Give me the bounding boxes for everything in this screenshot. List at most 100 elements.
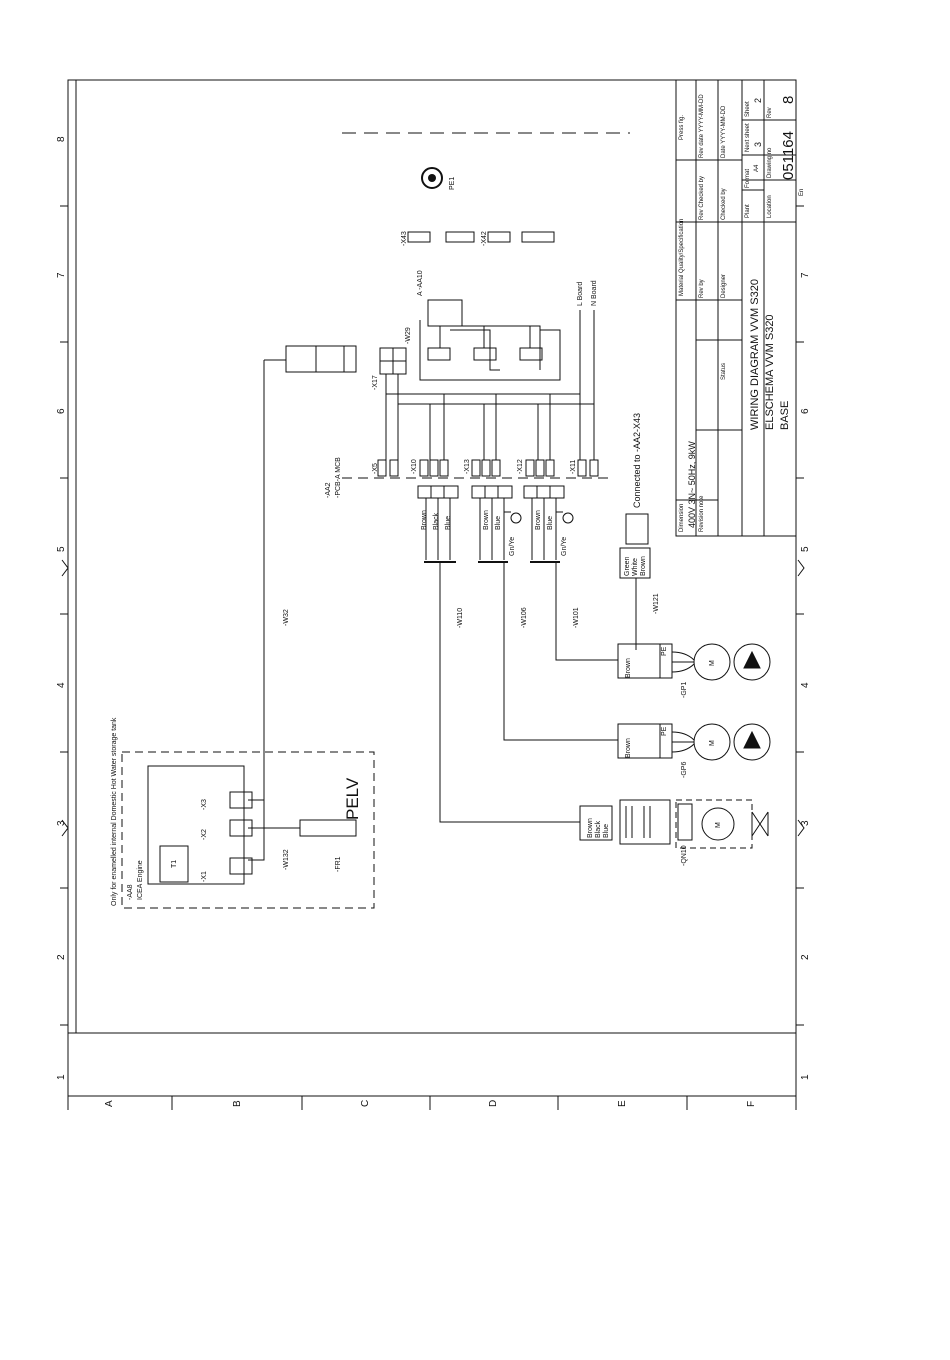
n-board-label: N Board: [591, 280, 598, 306]
wire-brown: Brown: [640, 556, 647, 576]
aa8-label: -AA8: [127, 884, 134, 900]
title-date: Date YYYY-MM-DD: [721, 105, 727, 158]
w101-label: -W101: [573, 607, 580, 628]
t1-label: T1: [171, 860, 178, 868]
w121-label: -W121: [653, 593, 660, 614]
aa10-label: A -AA10: [417, 270, 424, 296]
aa8-desc: ICEA Engine: [137, 860, 144, 900]
wire-blue: Blue: [495, 516, 502, 530]
wire-blue: Blue: [547, 516, 554, 530]
wire-white: White: [632, 558, 639, 576]
wire-green: Green: [624, 556, 631, 576]
title-next-sheet: 3: [753, 142, 763, 147]
qn10-label: -QN10: [681, 845, 688, 866]
pcb-terminals: [377, 459, 599, 477]
x43-label: -X43: [401, 231, 408, 246]
wire-black: Black: [433, 512, 440, 530]
title-rev-by: Rev by: [699, 279, 705, 298]
connected-label: Connected to -AA2-X43: [632, 413, 642, 508]
zone-number: 7: [56, 272, 67, 278]
gp1-connector: [617, 643, 673, 679]
title-rev-label: Rev: [767, 107, 773, 118]
title-sheet-label: Sheet: [745, 101, 751, 117]
title-line1: WIRING DIAGRAM VVM S320: [749, 279, 761, 430]
x43-connector: [625, 513, 649, 545]
qn10-connector: [579, 805, 613, 841]
x13-label: -X13: [464, 459, 471, 474]
title-format-label: Format: [745, 169, 751, 188]
wire-gnye: Gn/Ye: [509, 537, 516, 556]
wire-brown: Brown: [483, 510, 490, 530]
zone-number: 3: [56, 820, 67, 826]
zone-letter: E: [617, 1100, 628, 1107]
zone-letter: A: [104, 1100, 115, 1107]
x3-label: -X3: [201, 799, 208, 810]
zone-number: 1: [56, 1074, 67, 1080]
pe1-terminal: [421, 167, 443, 189]
wire-brown: Brown: [535, 510, 542, 530]
x12-plug: [523, 485, 565, 499]
pelv-label: PELV: [343, 777, 362, 820]
pe1-label: PE1: [449, 177, 456, 190]
w29-label: -W29: [405, 327, 412, 344]
zone-number: 4: [800, 682, 811, 688]
zone-number: 2: [800, 954, 811, 960]
x5-label: -X5: [372, 463, 379, 474]
zone-letter: C: [360, 1100, 371, 1107]
zone-number: 5: [56, 546, 67, 552]
zone-number: 6: [800, 408, 811, 414]
motor-m: M: [715, 822, 722, 828]
x1-label: -X1: [201, 871, 208, 882]
wire-black: Black: [595, 820, 602, 838]
title-press: Press fig.: [679, 115, 685, 140]
x10-plug: [417, 485, 459, 499]
title-status: Status: [721, 363, 727, 380]
zone-number: 5: [800, 546, 811, 552]
title-drawing-no-label: Drawing no: [767, 147, 773, 178]
x10-label: -X10: [411, 459, 418, 474]
wire-blue: Blue: [603, 824, 610, 838]
title-checked-by: Checked by: [721, 188, 727, 220]
title-supply: 400V 3N~ 50Hz, 9kW: [687, 441, 697, 528]
wire-brown: Brown: [625, 738, 632, 758]
valve-icon: [751, 811, 769, 837]
aa2-desc: -PCB-A MCB: [335, 457, 342, 498]
title-block: [675, 79, 797, 537]
zone-number: 1: [800, 1074, 811, 1080]
l-board-label: L Board: [577, 282, 584, 306]
title-rev-date: Rev date YYYY-MM-DD: [699, 94, 705, 158]
qn10-motor: [701, 807, 735, 841]
wire-brown: Brown: [587, 818, 594, 838]
zone-letter: F: [746, 1101, 757, 1107]
x42-label: -X42: [481, 231, 488, 246]
frame-border: [67, 79, 797, 1097]
zone-number: 4: [56, 682, 67, 688]
aa8-module: [147, 765, 245, 885]
x2-label: -X2: [201, 829, 208, 840]
pin-pe: PE: [661, 726, 668, 736]
inner-border: [75, 79, 797, 1034]
wire-brown: Brown: [421, 510, 428, 530]
gp6-label: -GP6: [681, 762, 688, 778]
title-en: En: [799, 189, 805, 196]
motor-m: M: [709, 660, 716, 666]
title-rev-checked: Rev Checked by: [699, 176, 705, 220]
zone-number: 6: [56, 408, 67, 414]
zone-number: 7: [800, 272, 811, 278]
pin-pe: PE: [661, 646, 668, 656]
gp1-pump-icon: [733, 643, 771, 681]
title-next-sheet-label: Next sheet: [745, 123, 751, 152]
w106-label: -W106: [521, 607, 528, 628]
x17-plug: [285, 345, 317, 373]
x13-plug: [471, 485, 513, 499]
title-revision-note: Revision note: [699, 495, 705, 532]
title-line3: BASE: [779, 401, 791, 430]
x17-label: -X17: [372, 375, 379, 390]
fr1-label: -FR1: [335, 856, 342, 872]
x12-label: -X12: [517, 459, 524, 474]
title-line2: ELSCHEMA VVM S320: [764, 314, 776, 430]
gp6-pump-icon: [733, 723, 771, 761]
title-material: Material Quality/Specification: [679, 219, 685, 296]
w110-label: -W110: [457, 608, 464, 628]
title-plant: Plant: [745, 204, 751, 218]
